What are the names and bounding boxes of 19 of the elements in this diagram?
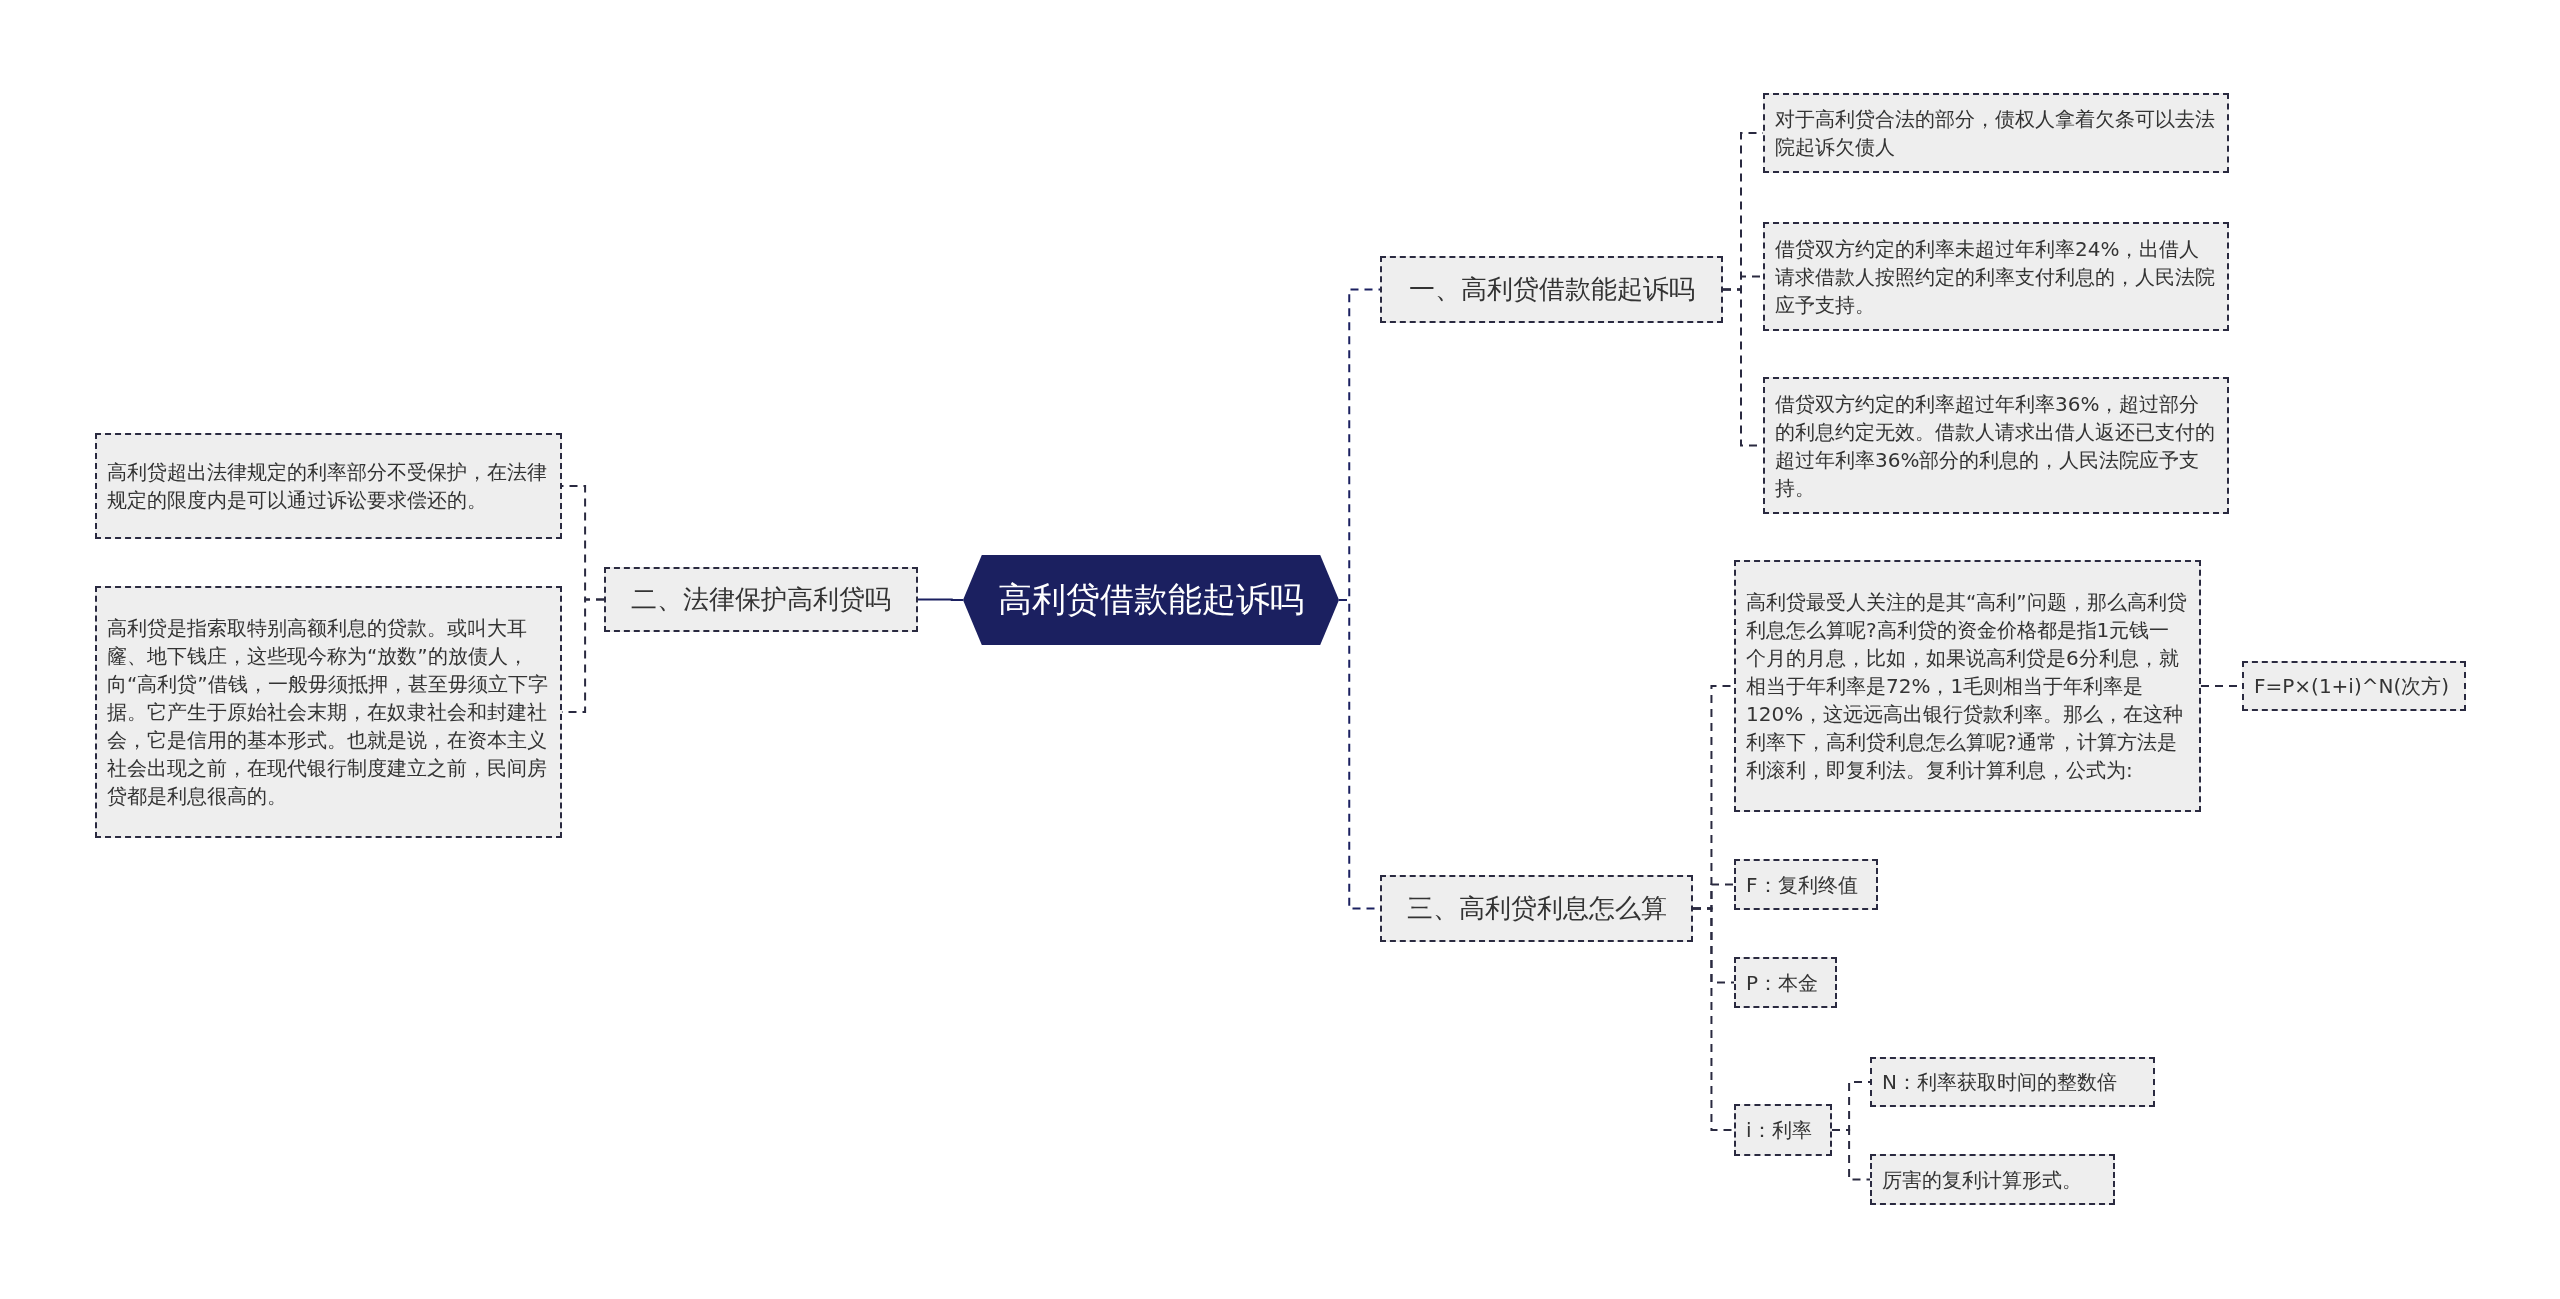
subtopic-box: 高利贷是指索取特别高额利息的贷款。或叫大耳窿、地下钱庄，这些现今称为“放数”的放债人，向“高利贷”借钱，一般毋须抵押，甚至毋须立下字据。它产生于原始社会末期，在奴隶社会和封建社会，它是信用的基本形式。也就是说，在资本主义社会出现之前，在现代银行制度建立之前，民间房贷都是利息很高的。 [95,586,562,838]
subtopic-box: 高利贷超出法律规定的利率部分不受保护，在法律规定的限度内是可以通过诉讼要求偿还的。 [95,433,562,539]
subtopic-box: 厉害的复利计算形式。 [1870,1154,2115,1205]
connector-line [1692,907,1735,1131]
subtopic-box: 借贷双方约定的利率超过年利率36%，超过部分的利息约定无效。借款人请求出借人返还已支付的超过年利率36%部分的利息的，人民法院应予支持。 [1763,377,2229,514]
subtopic-box: i：利率 [1734,1104,1832,1156]
topic-box: 二、法律保护高利贷吗 [604,567,918,632]
subtopic-box: N：利率获取时间的整数倍 [1870,1057,2155,1107]
central-topic: 高利贷借款能起诉吗 [963,555,1339,645]
subtopic-box: 对于高利贷合法的部分，债权人拿着欠条可以去法院起诉欠债人 [1763,93,2229,173]
subtopic-box: F=P×(1+i)^N(次方) [2242,661,2466,711]
subtopic-box: F：复利终值 [1734,859,1878,910]
connector-line [1831,1129,1871,1181]
topic-box: 三、高利贷利息怎么算 [1380,875,1693,942]
subtopic-box: P：本金 [1734,957,1837,1008]
topic-box: 一、高利贷借款能起诉吗 [1380,256,1723,323]
subtopic-box: 高利贷最受人关注的是其“高利”问题，那么高利贷利息怎么算呢?高利贷的资金价格都是指1元钱一个月的月息，比如，如果说高利贷是6分利息，就相当于年利率是72%，1毛则相当于年利率是120%，这远远高出银行贷款利率。那么，在这种利率下，高利贷利息怎么算呢?通常，计算方法是利滚利，即复利法。复利计算利息，公式为: [1734,560,2201,812]
subtopic-box: 借贷双方约定的利率未超过年利率24%，出借人请求借款人按照约定的利率支付利息的，人民法院应予支持。 [1763,222,2229,331]
connector-line [917,598,964,601]
